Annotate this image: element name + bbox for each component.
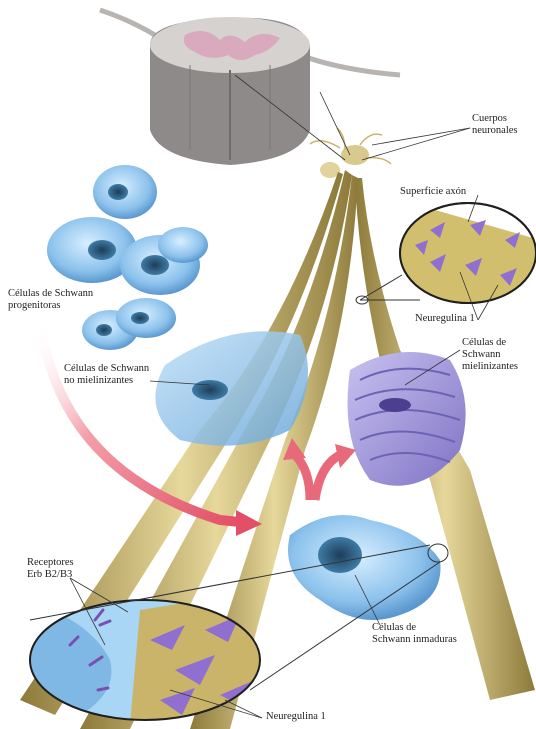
label-progenitor-cells: Células de Schwann progenitoras [8,288,93,312]
label-axon-surface: Superficie axón [400,186,466,198]
spinal-cord [100,10,400,165]
label-receptors: Receptores Erb B2/B3 [27,557,74,581]
neuron-cell-bodies [310,128,391,178]
label-neuregulin-top: Neuregulina 1 [415,313,475,325]
label-neuregulin-bottom: Neuregulina 1 [266,711,326,723]
label-cell-bodies: Cuerpos neuronales [472,113,517,137]
non-myelinating-schwann-cell [155,331,308,445]
label-immature: Células de Schwann inmaduras [372,622,457,646]
label-myelinating: Células de Schwann mielinizantes [462,337,518,373]
label-non-myelinating: Células de Schwann no mielinizantes [64,363,149,387]
progenitor-cells [47,165,208,350]
